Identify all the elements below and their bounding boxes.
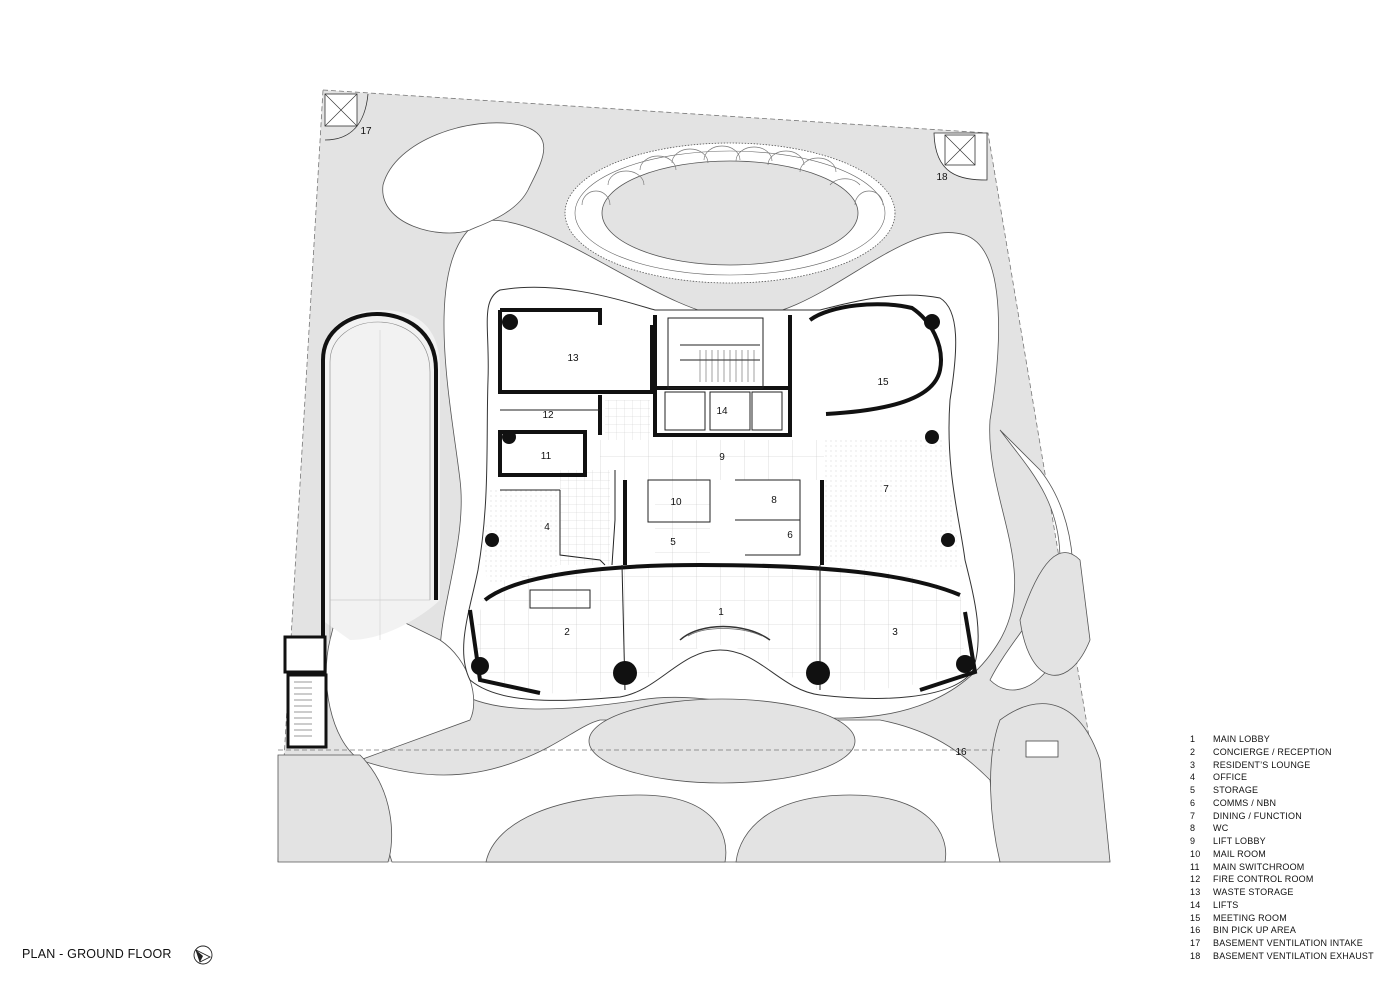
- room-label-6: 6: [787, 530, 793, 541]
- legend-item: 13 WASTE STORAGE: [1190, 886, 1380, 899]
- legend-item: 14 LIFTS: [1190, 899, 1380, 912]
- bottom-islands: [277, 552, 1111, 863]
- legend-label: STORAGE: [1213, 785, 1259, 795]
- room-label-9: 9: [719, 452, 725, 463]
- legend-label: CONCIERGE / RECEPTION: [1213, 746, 1332, 757]
- room-label-18: 18: [936, 172, 948, 183]
- legend-item: 11 MAIN SWITCHROOM: [1190, 861, 1380, 874]
- legend-number: 4: [1190, 772, 1196, 783]
- legend-item: 10 MAIL ROOM: [1190, 848, 1380, 861]
- legend-number: 7: [1190, 810, 1196, 821]
- legend-number: 11: [1190, 861, 1200, 872]
- room-label-4: 4: [544, 522, 550, 533]
- legend-item: 8 WC: [1190, 822, 1380, 835]
- legend-label: FIRE CONTROL ROOM: [1213, 874, 1314, 885]
- legend-item: 6 COMMS / NBN: [1190, 797, 1380, 810]
- legend-number: 10: [1190, 848, 1201, 859]
- legend-item: 9 LIFT LOBBY: [1190, 835, 1380, 848]
- legend-label: BASEMENT VENTILATION EXHAUST: [1213, 950, 1374, 961]
- legend-label: DINING / FUNCTION: [1213, 810, 1302, 821]
- room-label-12: 12: [542, 410, 554, 421]
- legend-number: 3: [1190, 759, 1196, 770]
- legend-item: 18 BASEMENT VENTILATION EXHAUST: [1190, 950, 1380, 963]
- legend-item: 3 RESIDENT’S LOUNGE: [1190, 759, 1380, 772]
- legend-item: 5 STORAGE: [1190, 784, 1380, 797]
- room-label-16: 16: [955, 747, 967, 758]
- room-label-3: 3: [892, 627, 898, 638]
- room-label-15: 15: [877, 377, 889, 388]
- room-label-7: 7: [883, 484, 889, 495]
- room-label-14: 14: [716, 406, 728, 417]
- legend-label: WASTE STORAGE: [1213, 887, 1294, 897]
- room-label-11: 11: [541, 451, 552, 462]
- room-label-8: 8: [771, 495, 777, 506]
- legend-item: 17 BASEMENT VENTILATION INTAKE: [1190, 937, 1380, 950]
- legend-label: RESIDENT’S LOUNGE: [1213, 759, 1311, 770]
- room-legend: 1 MAIN LOBBY 2 CONCIERGE / RECEPTION 3 RESIDE…: [1190, 733, 1380, 963]
- legend-number: 5: [1190, 785, 1196, 795]
- legend-item: 2 CONCIERGE / RECEPTION: [1190, 746, 1380, 759]
- legend-number: 14: [1190, 899, 1201, 910]
- legend-number: 8: [1190, 823, 1196, 834]
- legend-label: LIFT LOBBY: [1213, 836, 1266, 846]
- legend-number: 13: [1190, 887, 1201, 897]
- legend-number: 15: [1190, 912, 1201, 923]
- legend-number: 6: [1190, 797, 1196, 808]
- building-footprint: [463, 286, 979, 701]
- legend-item: 4 OFFICE: [1190, 771, 1380, 784]
- legend-number: 18: [1190, 950, 1201, 961]
- ventilation-exhaust: [933, 132, 988, 181]
- legend-number: 17: [1190, 938, 1201, 948]
- legend-label: MAIL ROOM: [1213, 848, 1266, 859]
- legend-label: MEETING ROOM: [1213, 912, 1287, 923]
- room-label-13: 13: [567, 353, 579, 364]
- legend-label: OFFICE: [1213, 772, 1248, 783]
- legend-item: 12 FIRE CONTROL ROOM: [1190, 873, 1380, 886]
- legend-number: 2: [1190, 746, 1196, 757]
- room-label-17: 17: [360, 126, 372, 137]
- legend-item: 16 BIN PICK UP AREA: [1190, 924, 1380, 937]
- oval-garden: [564, 142, 896, 284]
- legend-item: 1 MAIN LOBBY: [1190, 733, 1380, 746]
- room-label-5: 5: [670, 537, 676, 548]
- plan-title: PLAN - GROUND FLOOR: [22, 947, 172, 961]
- ramp-lane: [278, 310, 1000, 751]
- north-arrow-icon: [193, 945, 213, 965]
- legend-label: COMMS / NBN: [1213, 797, 1277, 808]
- legend-label: LIFTS: [1213, 899, 1239, 910]
- legend-number: 16: [1190, 925, 1201, 936]
- legend-label: MAIN SWITCHROOM: [1213, 861, 1305, 872]
- structural-columns: [471, 314, 974, 685]
- legend-label: MAIN LOBBY: [1213, 734, 1271, 744]
- legend-label: BASEMENT VENTILATION INTAKE: [1213, 938, 1363, 948]
- legend-label: WC: [1213, 823, 1229, 834]
- ventilation-intake: [324, 93, 369, 141]
- legend-item: 7 DINING / FUNCTION: [1190, 810, 1380, 823]
- legend-number: 1: [1190, 734, 1196, 744]
- legend-number: 12: [1190, 874, 1201, 885]
- room-label-1: 1: [718, 607, 724, 618]
- room-label-10: 10: [670, 497, 682, 508]
- legend-item: 15 MEETING ROOM: [1190, 912, 1380, 925]
- legend-label: BIN PICK UP AREA: [1213, 925, 1297, 936]
- legend-number: 9: [1190, 836, 1196, 846]
- room-labels: 1 2 3 4 5 6 7 8 9 10 11 12 13 14 15 16 1…: [360, 126, 967, 758]
- room-label-2: 2: [564, 627, 570, 638]
